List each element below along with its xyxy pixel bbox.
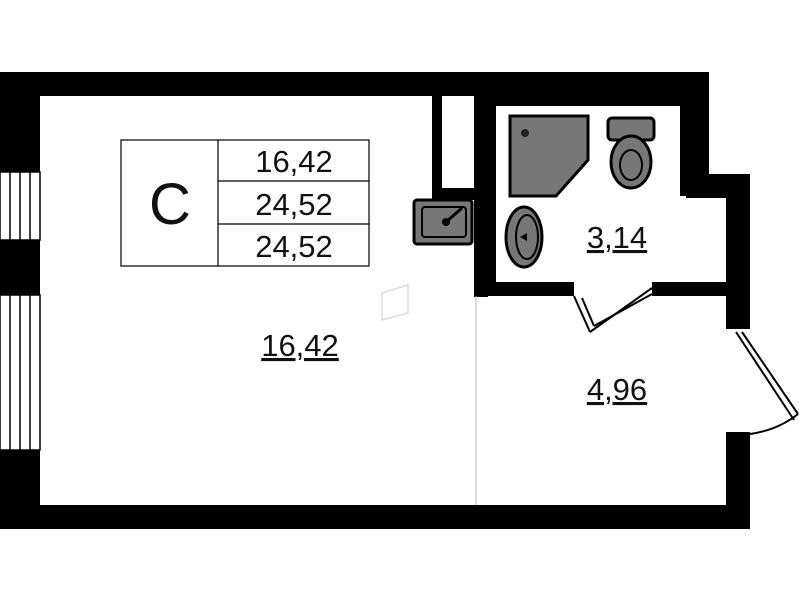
wall-bath-bottom-a <box>474 282 574 296</box>
kitchen-sink-icon <box>412 198 474 246</box>
walls <box>0 72 750 529</box>
window-left-lower <box>0 294 41 451</box>
toilet-icon <box>606 116 656 190</box>
wall-right-mid <box>726 174 750 329</box>
wall-left-bottom <box>0 450 40 529</box>
wall-bath-top <box>488 96 686 106</box>
wall-left-top <box>0 72 40 172</box>
wall-top <box>0 72 709 96</box>
hall-area: 4,96 <box>587 372 647 407</box>
legend-type-letter: С <box>149 172 191 237</box>
wall-bath-left <box>474 92 488 297</box>
wall-niche-left <box>432 92 442 202</box>
wall-left-mid <box>0 240 40 295</box>
entrance-door <box>735 331 799 435</box>
shower-tray <box>508 114 590 198</box>
bathroom-sink-icon <box>504 205 544 269</box>
legend-value-3: 24,52 <box>255 229 333 264</box>
wall-bath-inner-left <box>488 100 496 285</box>
wall-niche-bottom <box>432 188 480 200</box>
wall-right-upper <box>686 72 709 192</box>
legend-value-2: 24,52 <box>255 187 333 222</box>
legend-table: С 16,42 24,52 24,52 <box>120 139 370 267</box>
bathroom-area: 3,14 <box>587 220 647 255</box>
wall-right-lower <box>726 432 750 529</box>
window-left-upper <box>0 171 41 241</box>
legend-value-1: 16,42 <box>255 144 333 179</box>
wall-bottom <box>0 505 750 529</box>
bathroom-door <box>573 287 653 333</box>
wall-bath-bottom-b <box>652 282 750 296</box>
wall-bath-right <box>680 96 690 196</box>
shower-drain <box>521 129 529 137</box>
living-room-area: 16,42 <box>261 328 339 363</box>
socket-mark <box>381 283 409 321</box>
